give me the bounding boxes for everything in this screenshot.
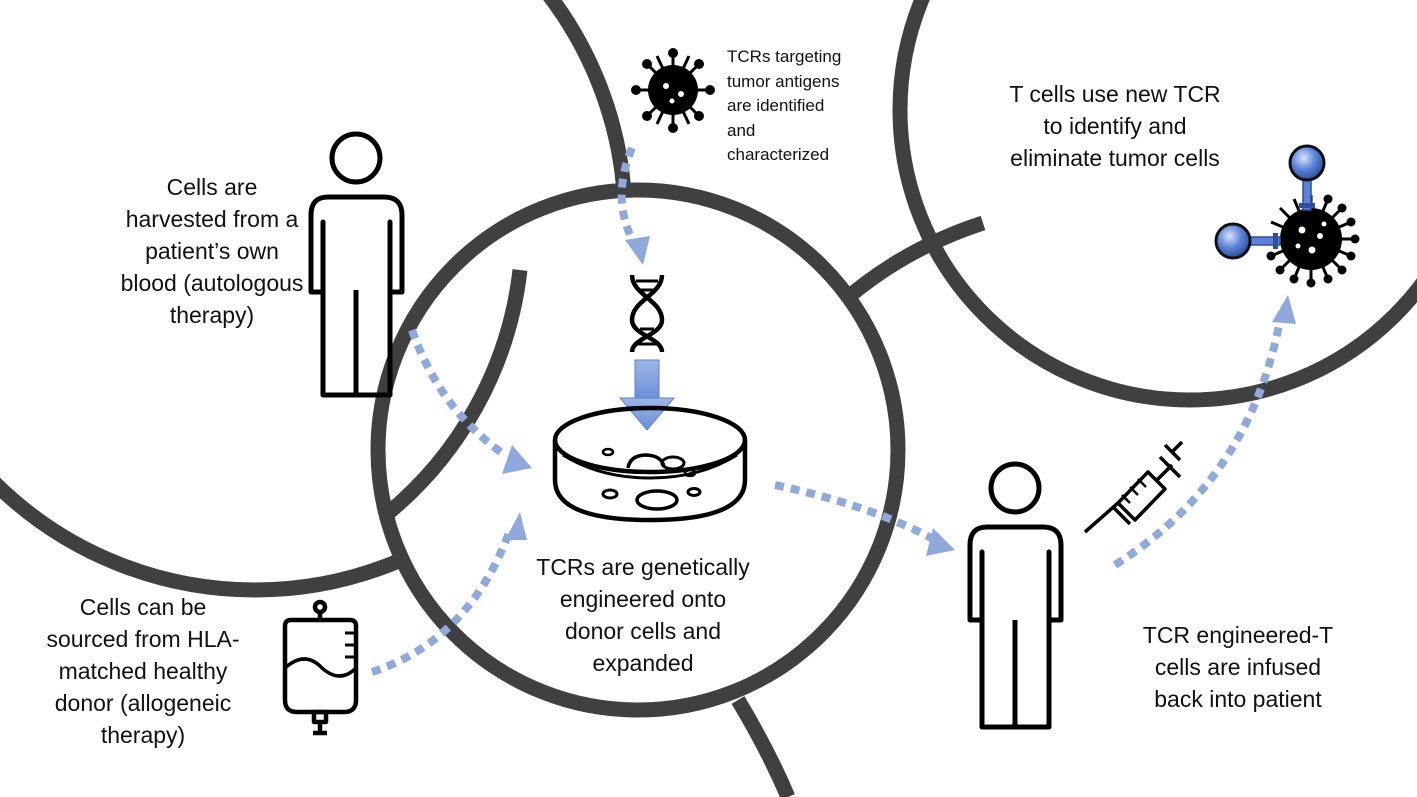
harvest-label: Cells are harvested from a patient’s own… bbox=[92, 171, 332, 331]
connector-arc-bottom bbox=[731, 696, 795, 797]
arrow-syringe-to-tumor bbox=[1112, 319, 1284, 569]
engineer-line-3: donor cells and bbox=[565, 618, 721, 644]
dotted-arrows bbox=[370, 146, 1284, 676]
patient-left-icon bbox=[308, 131, 405, 398]
harvest-line-5: therapy) bbox=[169, 302, 255, 328]
infuse-label: TCR engineered-T cells are infused back … bbox=[1128, 619, 1348, 715]
arrow-donor-to-dish bbox=[370, 528, 514, 676]
engineer-line-2: engineered onto bbox=[559, 586, 727, 612]
donor-line-3: matched healthy bbox=[58, 658, 228, 684]
arrowhead-donor bbox=[505, 512, 527, 540]
harvest-line-3: patient’s own bbox=[145, 238, 279, 264]
arrow-heads bbox=[502, 236, 1296, 556]
eliminate-line-3: eliminate tumor cells bbox=[1010, 145, 1220, 171]
identify-line-5: characterized bbox=[727, 145, 830, 164]
identify-line-1: TCRs targeting bbox=[727, 47, 842, 66]
identify-label: TCRs targeting tumor antigens are identi… bbox=[727, 45, 877, 168]
t-cell-icon-top bbox=[1288, 144, 1326, 211]
donor-line-5: therapy) bbox=[100, 722, 186, 748]
donor-line-2: sourced from HLA- bbox=[46, 626, 240, 652]
engineer-line-1: TCRs are genetically bbox=[536, 554, 750, 580]
donor-label: Cells can be sourced from HLA- matched h… bbox=[28, 591, 258, 751]
donor-line-1: Cells can be bbox=[79, 594, 207, 620]
virus-icon bbox=[631, 48, 715, 133]
infuse-line-3: back into patient bbox=[1154, 686, 1322, 712]
arrow-dish-to-patient bbox=[774, 481, 937, 544]
identify-line-4: and bbox=[727, 120, 756, 140]
harvest-line-2: harvested from a bbox=[125, 206, 299, 232]
eliminate-line-1: T cells use new TCR bbox=[1009, 81, 1221, 107]
engineer-label: TCRs are genetically engineered onto don… bbox=[505, 551, 781, 679]
tumor-cell-icon bbox=[1266, 194, 1360, 288]
identify-line-3: are identified bbox=[727, 96, 825, 115]
petri-dish-icon bbox=[552, 405, 748, 523]
iv-bag-icon bbox=[282, 599, 359, 736]
identify-line-2: tumor antigens bbox=[727, 71, 840, 91]
harvest-circle-overlap bbox=[377, 269, 528, 524]
eliminate-line-2: to identify and bbox=[1043, 113, 1187, 139]
arrowhead-harvest bbox=[502, 445, 532, 474]
arrowhead-dish-to-patient bbox=[926, 528, 955, 556]
patient-right-icon bbox=[967, 461, 1064, 730]
engineer-line-4: expanded bbox=[592, 650, 694, 676]
t-cell-icon-left bbox=[1214, 222, 1281, 260]
arrowhead-virus bbox=[625, 236, 650, 265]
arrowhead-tumor bbox=[1272, 295, 1296, 324]
infuse-line-2: cells are infused bbox=[1154, 654, 1322, 680]
arrow-harvest-to-dish bbox=[408, 328, 508, 459]
harvest-line-1: Cells are bbox=[166, 174, 258, 200]
harvest-line-4: blood (autologous bbox=[120, 270, 304, 296]
infuse-line-1: TCR engineered-T bbox=[1142, 622, 1334, 648]
donor-line-4: donor (allogeneic bbox=[54, 690, 232, 716]
arrow-virus-to-dna bbox=[617, 146, 639, 247]
syringe-icon bbox=[1083, 440, 1184, 534]
eliminate-circle bbox=[892, 0, 1417, 408]
eliminate-label: T cells use new TCR to identify and elim… bbox=[975, 78, 1255, 174]
dna-icon bbox=[629, 274, 665, 353]
